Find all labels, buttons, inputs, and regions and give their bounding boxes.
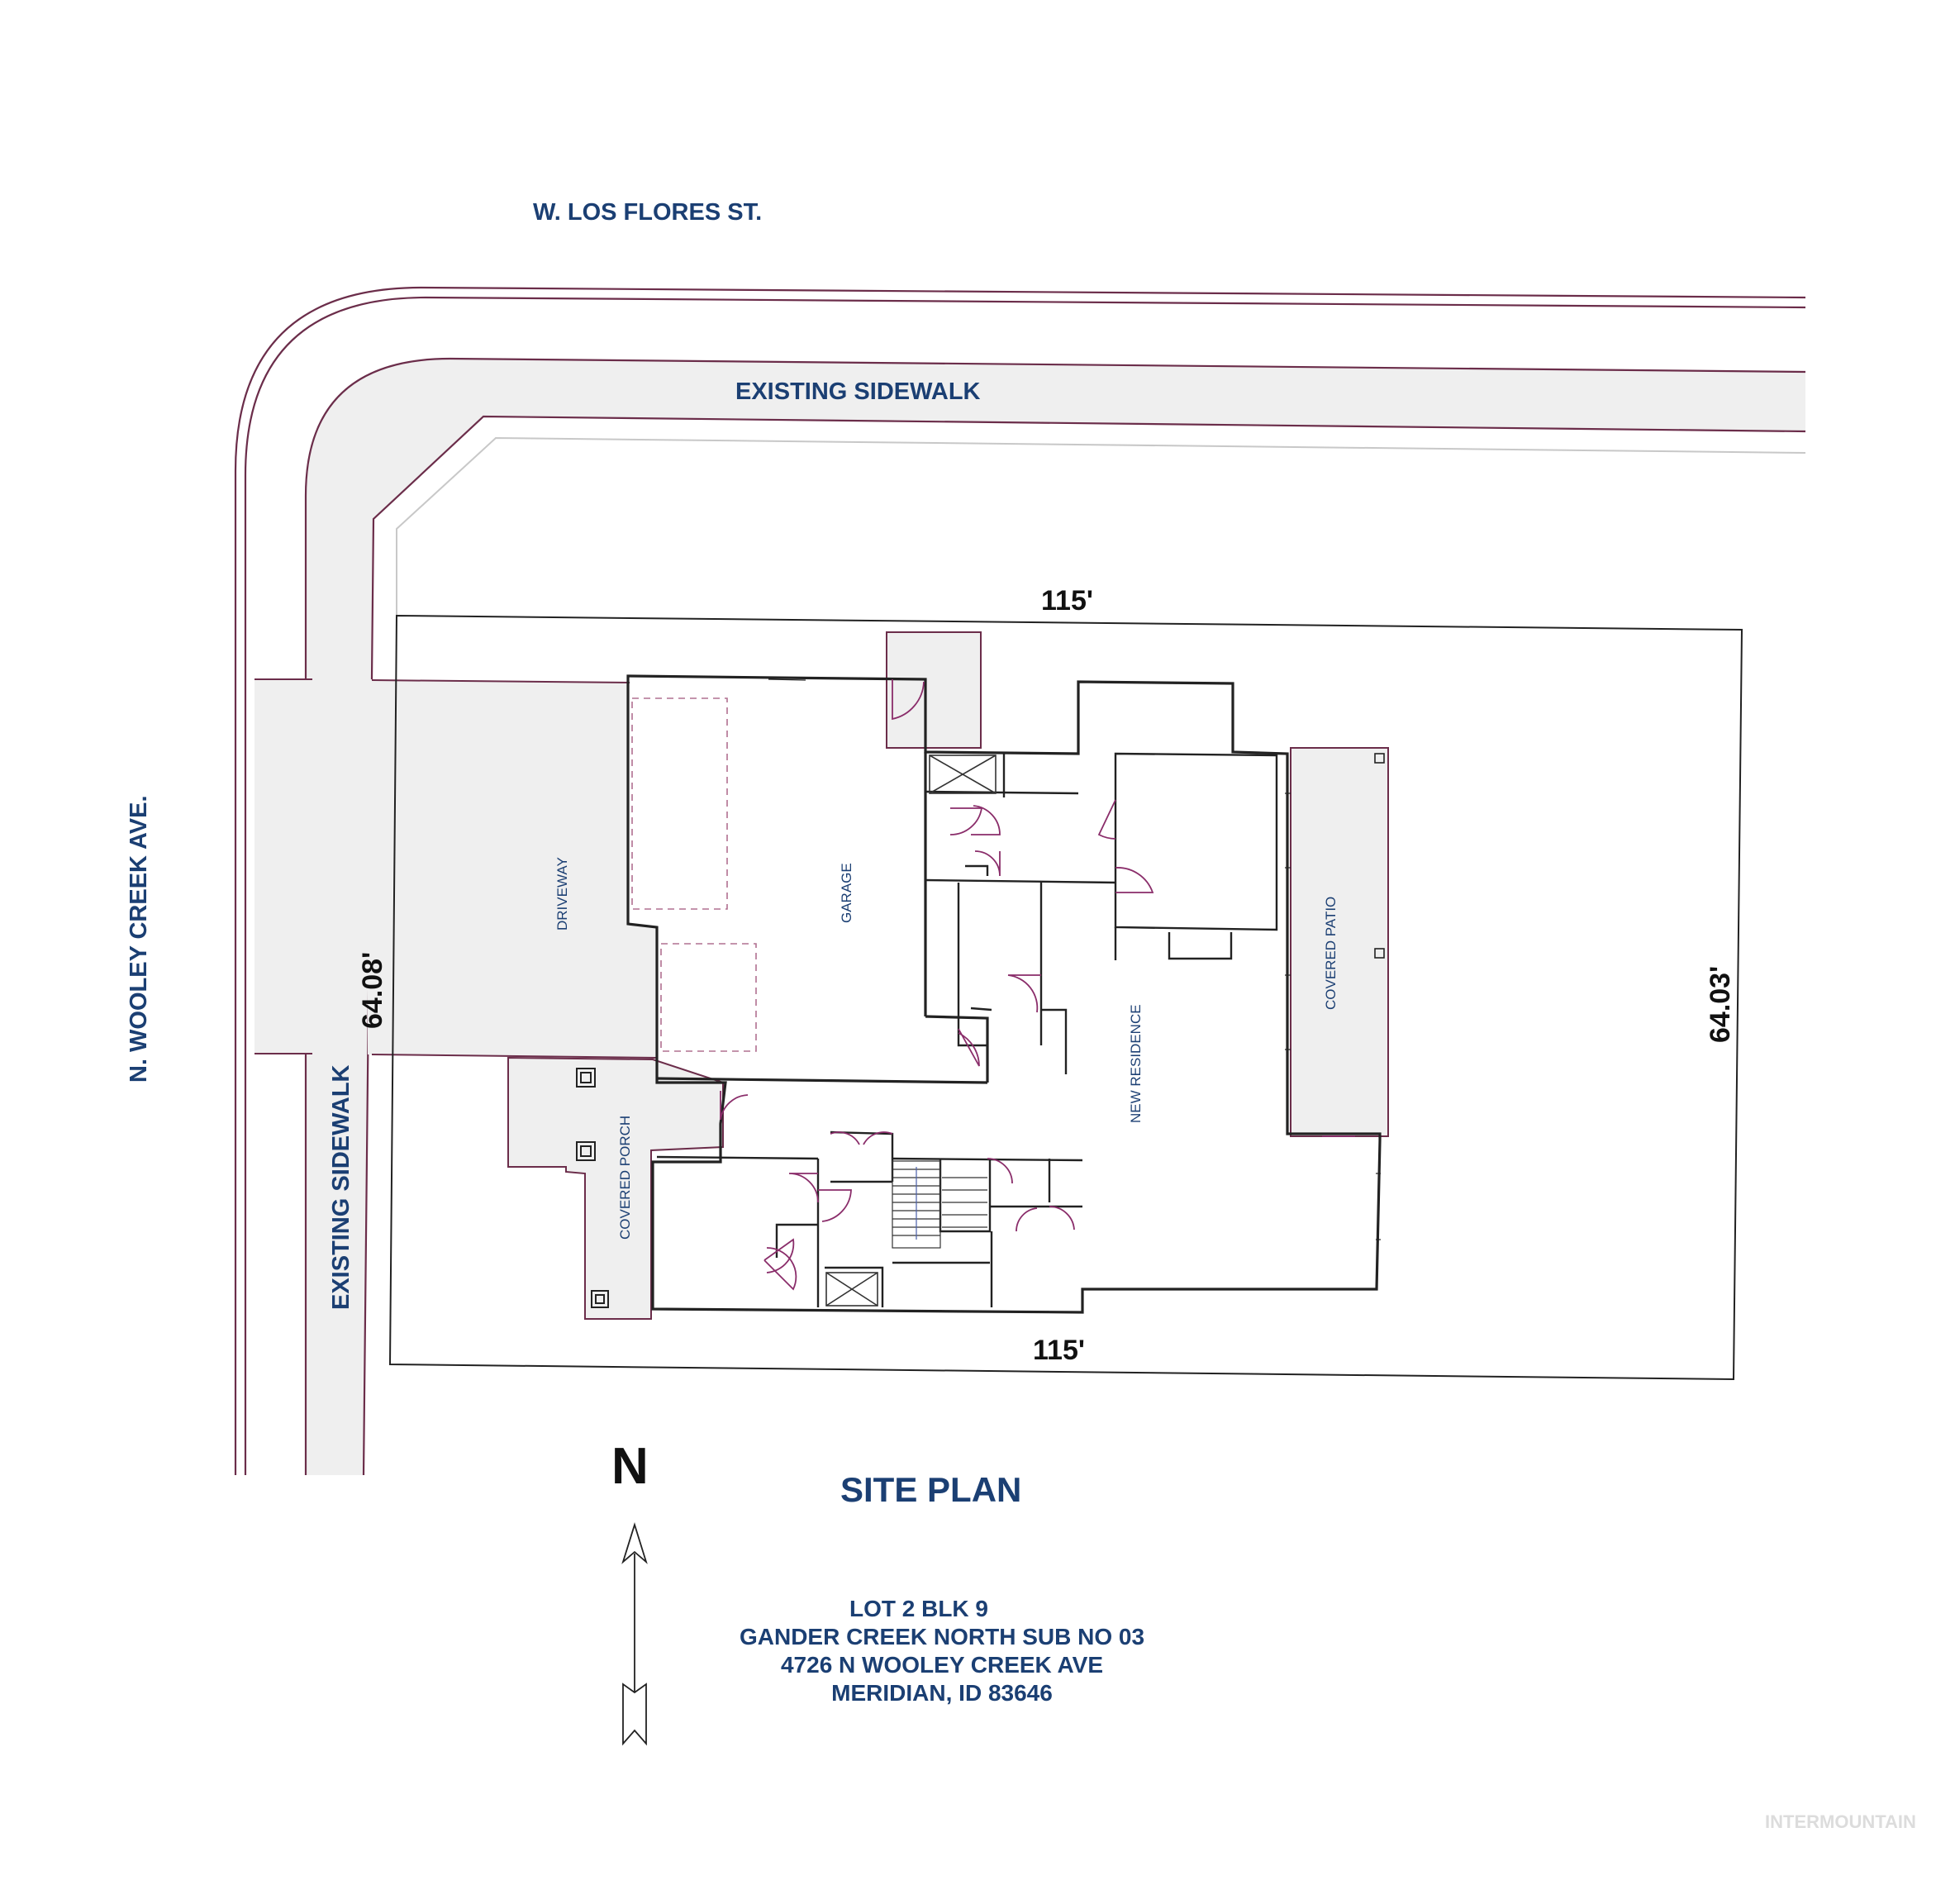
address-line: MERIDIAN, ID 83646 [831,1680,1053,1706]
patio-posts [1374,753,1385,959]
property-edge-line [396,436,1806,616]
porch-columns [576,1068,609,1308]
garage-parking-outlines [631,697,757,1052]
building-walls [626,674,1382,1314]
street-label-west: N. WOOLEY CREEK AVE. [126,795,152,1083]
dimension-left: 64.08' [357,952,388,1029]
dimension-bottom: 115' [1033,1335,1085,1366]
mechanical-boxes [825,754,997,1307]
driveway-edges [254,678,658,1059]
address-line: 4726 N WOOLEY CREEK AVE [781,1652,1103,1678]
room-label-new-residence: NEW RESIDENCE [1128,1004,1144,1123]
address-line: GANDER CREEK NORTH SUB NO 03 [740,1624,1144,1649]
sidewalk-label-west: EXISTING SIDEWALK [328,1064,354,1310]
north-arrow-letter: N [611,1438,649,1495]
room-label-garage: GARAGE [839,863,854,923]
room-label-covered-patio: COVERED PATIO [1323,897,1339,1010]
street-label-north: W. LOS FLORES ST. [533,199,762,226]
covered-porch-slab [507,1056,724,1320]
address-block: LOT 2 BLK 9 GANDER CREEK NORTH SUB NO 03… [740,1596,1144,1706]
garage-north-pad [886,631,982,749]
driveway-slab [368,679,657,1058]
street-curb-lines [234,286,1806,1475]
address-line: LOT 2 BLK 9 [849,1596,988,1621]
dimension-top: 115' [1041,585,1093,616]
room-label-driveway: DRIVEWAY [554,857,570,931]
room-label-covered-porch: COVERED PORCH [617,1116,633,1240]
window-marks [685,678,1381,1312]
covered-patio-slab [1290,747,1389,1137]
sidewalk-label-north: EXISTING SIDEWALK [735,378,981,405]
driveway-apron [254,679,314,1054]
north-arrow-icon [621,1521,648,1746]
stairs [892,1160,987,1249]
property-boundary [388,614,1743,1381]
door-swings [720,679,1355,1291]
dimension-right: 64.03' [1705,966,1736,1043]
watermark: INTERMOUNTAIN [1765,1811,1916,1832]
drawing-title: SITE PLAN [840,1470,1021,1509]
interior-walls [656,752,1278,1307]
